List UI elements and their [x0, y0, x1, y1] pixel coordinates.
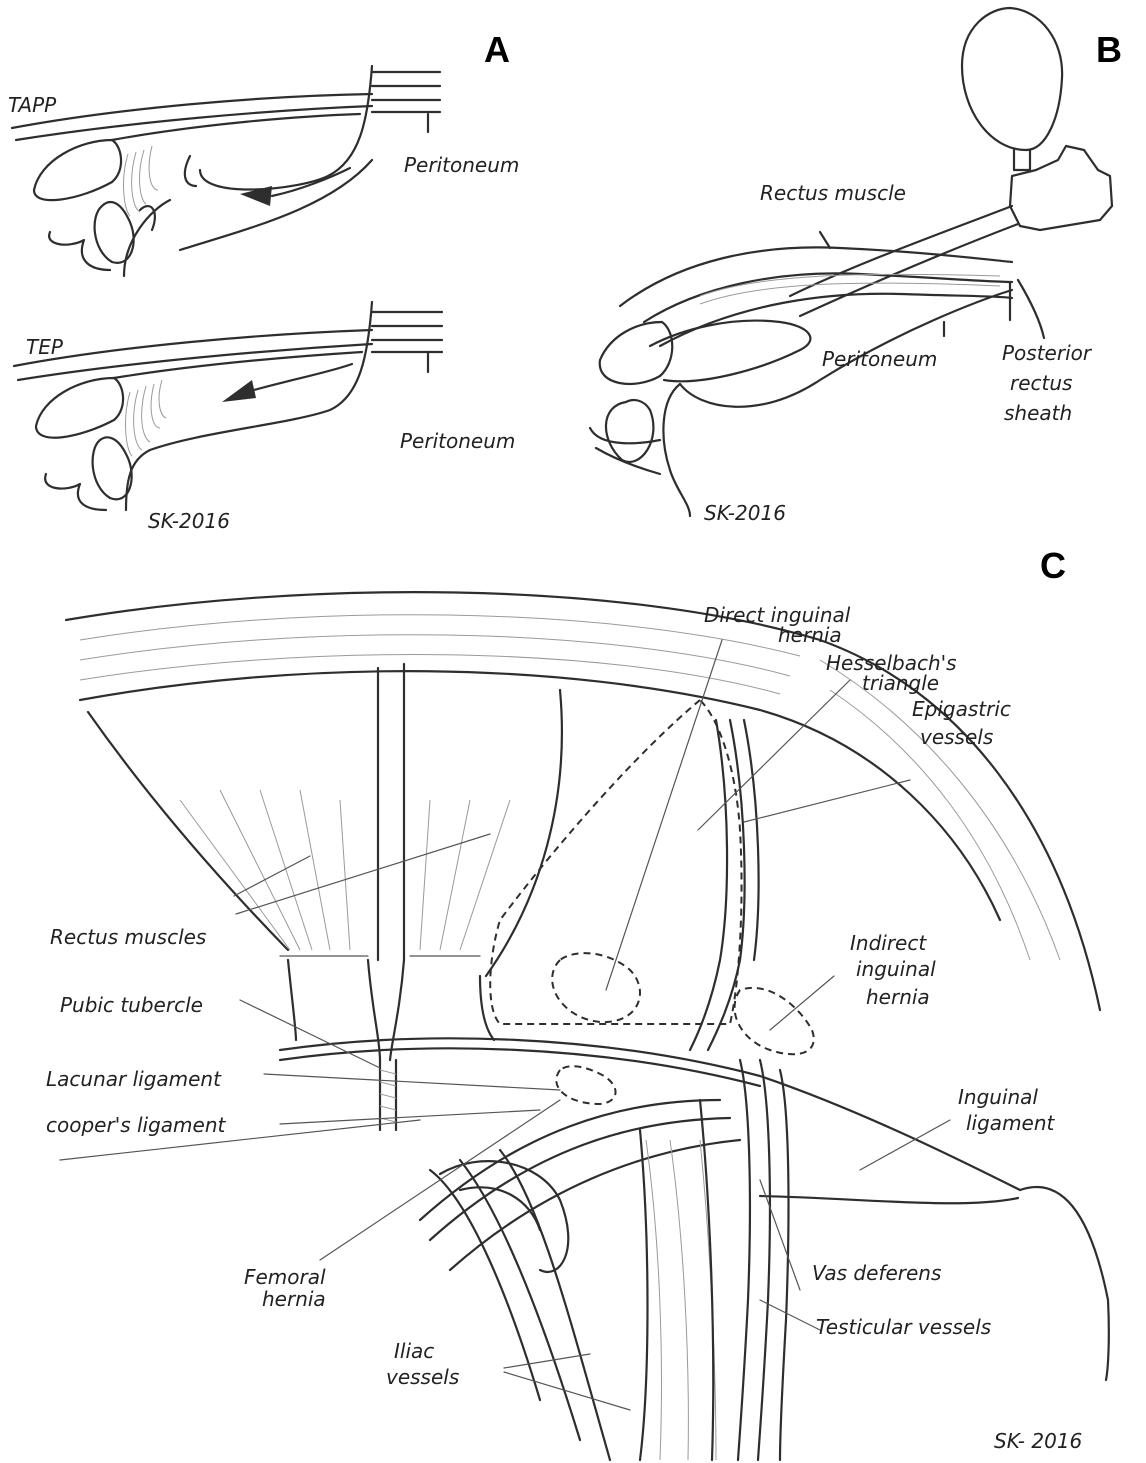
label-peritoneum-tep: Peritoneum	[400, 429, 515, 453]
femoral-hernia-outline	[556, 1066, 615, 1104]
label-inguinal-line2: ligament	[966, 1111, 1056, 1135]
label-posterior-line1: Posterior	[1002, 341, 1093, 365]
signature-panel-b: SK-2016	[704, 501, 786, 525]
label-inguinal-line1: Inguinal	[958, 1085, 1038, 1109]
label-posterior-line3: sheath	[1004, 401, 1072, 425]
direct-hernia-outline	[552, 953, 640, 1022]
label-hesselbach-line2: triangle	[862, 671, 939, 695]
balloon-dissector	[790, 8, 1112, 316]
label-posterior-line2: rectus	[1010, 371, 1072, 395]
label-indirect-line3: hernia	[866, 985, 930, 1009]
label-rectus-muscle: Rectus muscle	[760, 181, 906, 205]
label-coopers-ligament: cooper's ligament	[46, 1113, 226, 1137]
label-indirect-line1: Indirect	[850, 931, 927, 955]
label-peritoneum-tapp: Peritoneum	[404, 153, 519, 177]
rectus-muscles	[88, 664, 562, 1130]
label-testicular-vessels: Testicular vessels	[816, 1315, 991, 1339]
panel-label-b: B	[1096, 29, 1122, 70]
label-indirect-line2: inguinal	[856, 957, 936, 981]
panel-label-c: C	[1040, 545, 1066, 586]
panel-c: C	[46, 545, 1109, 1460]
label-rectus-muscles: Rectus muscles	[50, 925, 206, 949]
panel-label-a: A	[484, 29, 510, 70]
panel-b: B Rectus muscle Peritoneum Posterior rec…	[590, 8, 1122, 525]
label-tep: TEP	[26, 335, 64, 359]
tapp-diagram: Peritoneum TAPP	[8, 66, 519, 276]
indirect-hernia-outline	[735, 988, 814, 1054]
tep-diagram: Peritoneum TEP SK-2016	[14, 302, 515, 533]
label-direct-line2: hernia	[778, 623, 842, 647]
label-iliac-line2: vessels	[386, 1365, 459, 1389]
label-femoral-line2: hernia	[262, 1287, 326, 1311]
label-iliac-line1: Iliac	[394, 1339, 434, 1363]
signature-panel-a: SK-2016	[148, 509, 230, 533]
label-tapp: TAPP	[8, 93, 57, 117]
panel-a: A Peritoneum TAPP	[8, 29, 519, 533]
label-lacunar-ligament: Lacunar ligament	[46, 1067, 222, 1091]
label-epigastric-line2: vessels	[920, 725, 993, 749]
label-vas-deferens: Vas deferens	[812, 1261, 941, 1285]
hesselbach-triangle-outline	[490, 700, 741, 1024]
label-epigastric-line1: Epigastric	[912, 697, 1011, 721]
label-femoral-line1: Femoral	[244, 1265, 326, 1289]
label-peritoneum-b: Peritoneum	[822, 347, 937, 371]
signature-panel-c: SK- 2016	[994, 1429, 1082, 1453]
label-pubic-tubercle: Pubic tubercle	[60, 993, 203, 1017]
